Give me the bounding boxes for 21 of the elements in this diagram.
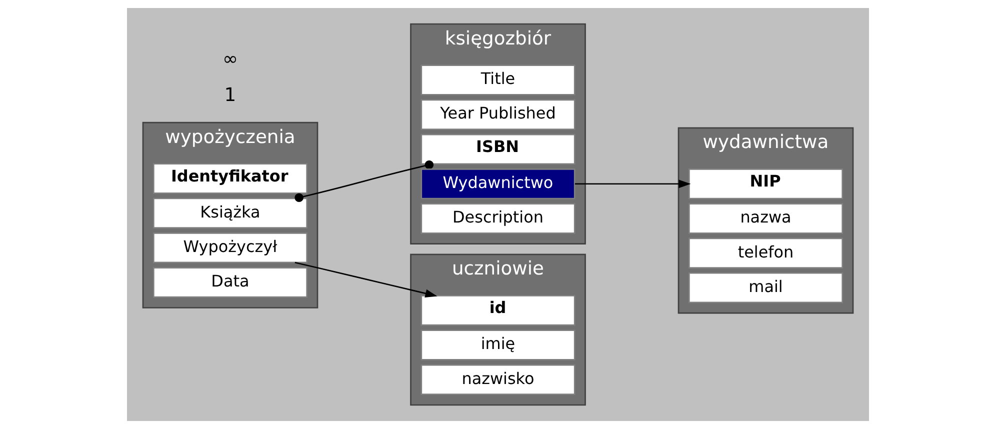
arrow [294,262,438,298]
node-box: Wydawnictwo [420,168,576,200]
node-box: Identyfikator [152,163,308,194]
node-box: id [420,295,576,326]
node-box: Data [152,267,308,298]
node-box: imię [420,330,576,360]
node-box: nazwa [688,203,844,234]
node-box: Wypożyczył [152,232,308,264]
node-box: Description [420,203,576,234]
node-box: Książka [152,198,308,228]
node-box: Year Published [420,99,576,130]
connector [294,160,434,202]
node-box: Title [420,64,576,96]
node-box: mail [688,272,844,304]
node-box: telefon [688,238,844,268]
node-box: nazwisko [420,364,576,395]
label: 1 [224,84,236,106]
node-box: ISBN [420,134,576,165]
arrow [574,180,691,188]
label: ∞ [222,48,238,70]
node-box: NIP [688,168,844,200]
